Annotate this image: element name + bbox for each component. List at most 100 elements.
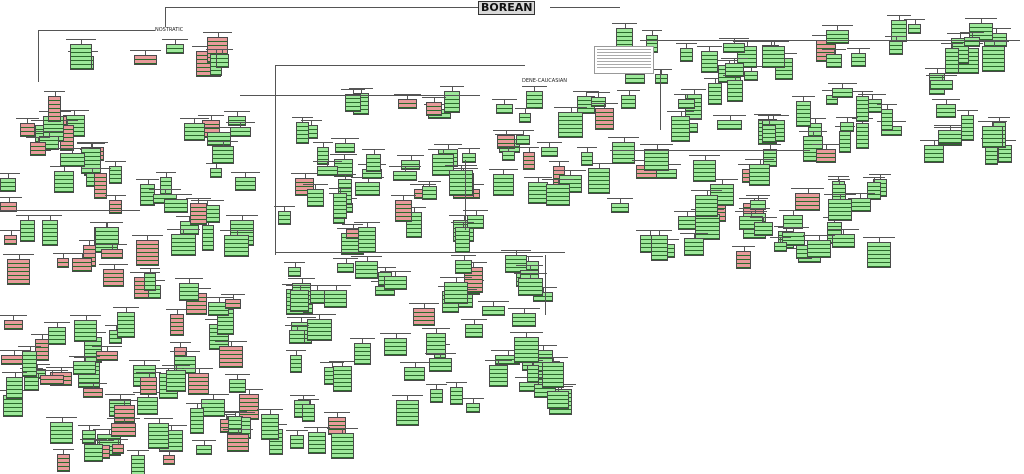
- language-node: [111, 444, 124, 455]
- tree-connector: [448, 144, 450, 149]
- tree-connector: [987, 117, 1010, 119]
- language-node: [855, 123, 869, 150]
- tree-connector: [458, 148, 481, 150]
- tree-connector: [652, 29, 654, 35]
- language-node: [277, 211, 291, 226]
- language-node: [558, 111, 584, 138]
- language-node: [227, 415, 242, 434]
- tree-connector: [527, 255, 529, 261]
- tree-connector: [559, 161, 561, 167]
- tree-connector: [451, 255, 477, 257]
- tree-connector: [877, 104, 898, 106]
- language-node: [443, 90, 460, 113]
- tree-connector: [871, 93, 873, 99]
- language-node: [101, 248, 124, 259]
- language-node: [346, 228, 360, 239]
- language-node: [140, 376, 158, 395]
- tree-connector: [746, 194, 771, 196]
- language-node: [48, 96, 61, 123]
- tree-connector: [514, 108, 535, 110]
- tree-connector: [887, 104, 889, 110]
- tree-connector: [223, 412, 255, 414]
- tree-connector: [696, 46, 722, 48]
- tree-connector: [294, 262, 296, 268]
- language-node: [848, 197, 872, 212]
- language-node: [671, 116, 691, 143]
- tree-connector: [428, 149, 459, 151]
- language-node: [412, 308, 435, 327]
- tree-connector: [70, 314, 102, 316]
- language-node: [495, 103, 513, 114]
- tree-connector: [488, 169, 518, 170]
- tree-connector: [836, 117, 859, 119]
- language-node: [501, 151, 515, 162]
- language-node: [224, 299, 241, 310]
- tree-connector: [477, 301, 509, 303]
- tree-connector: [554, 170, 586, 172]
- tree-connector: [169, 351, 200, 353]
- tree-connector: [739, 197, 769, 199]
- tree-connector: [180, 341, 182, 347]
- language-node: [621, 95, 637, 110]
- language-node: [328, 416, 347, 435]
- tree-connector: [299, 284, 301, 290]
- tree-connector: [739, 207, 771, 209]
- tree-connector: [35, 369, 68, 371]
- tree-connector: [523, 308, 525, 314]
- language-node: [795, 101, 811, 128]
- language-node: [144, 273, 157, 292]
- tree-connector: [189, 278, 191, 284]
- tree-connector: [362, 337, 364, 343]
- language-node: [395, 400, 419, 427]
- tree-connector: [324, 411, 351, 413]
- language-node: [54, 171, 75, 194]
- tree-connector: [586, 91, 610, 93]
- tree-connector: [99, 264, 129, 266]
- tree-connector: [769, 119, 771, 125]
- tree-connector: [223, 111, 250, 113]
- tree-connector: [863, 237, 896, 239]
- language-node: [306, 319, 332, 342]
- tree-connector: [367, 176, 369, 182]
- language-node: [170, 234, 196, 257]
- language-node: [226, 434, 249, 453]
- tree-connector: [718, 38, 749, 40]
- tree-connector: [183, 229, 185, 235]
- language-node: [29, 142, 46, 157]
- tree-connector: [545, 255, 546, 315]
- tree-connector: [166, 171, 168, 177]
- tree-connector: [439, 85, 464, 87]
- language-node: [708, 82, 723, 105]
- language-node: [59, 153, 85, 168]
- tree-connector: [42, 333, 44, 339]
- tree-connector: [51, 369, 53, 375]
- language-node: [170, 314, 185, 337]
- language-node: [148, 422, 170, 449]
- tree-connector: [204, 296, 234, 298]
- tree-connector: [164, 188, 166, 194]
- language-node: [392, 170, 417, 181]
- tree-connector: [465, 160, 466, 230]
- tree-connector: [333, 258, 359, 260]
- language-node: [133, 54, 157, 65]
- tree-connector: [528, 345, 558, 347]
- tree-connector: [286, 284, 314, 286]
- tree-connector: [158, 417, 160, 423]
- language-node: [851, 53, 867, 68]
- tree-connector: [606, 198, 633, 200]
- language-node: [888, 41, 903, 56]
- tree-connector: [572, 91, 599, 93]
- tree-connector: [619, 198, 621, 204]
- tree-connector: [732, 245, 756, 247]
- tree-connector: [623, 136, 625, 142]
- language-node: [332, 192, 347, 219]
- language-node: [103, 269, 125, 288]
- tree-connector: [456, 382, 458, 387]
- language-node: [207, 132, 232, 147]
- language-node: [394, 200, 412, 223]
- tree-connector: [302, 117, 304, 123]
- tree-connector: [608, 136, 640, 138]
- tree-connector: [819, 234, 821, 240]
- tree-connector: [322, 142, 324, 148]
- language-node: [7, 258, 31, 285]
